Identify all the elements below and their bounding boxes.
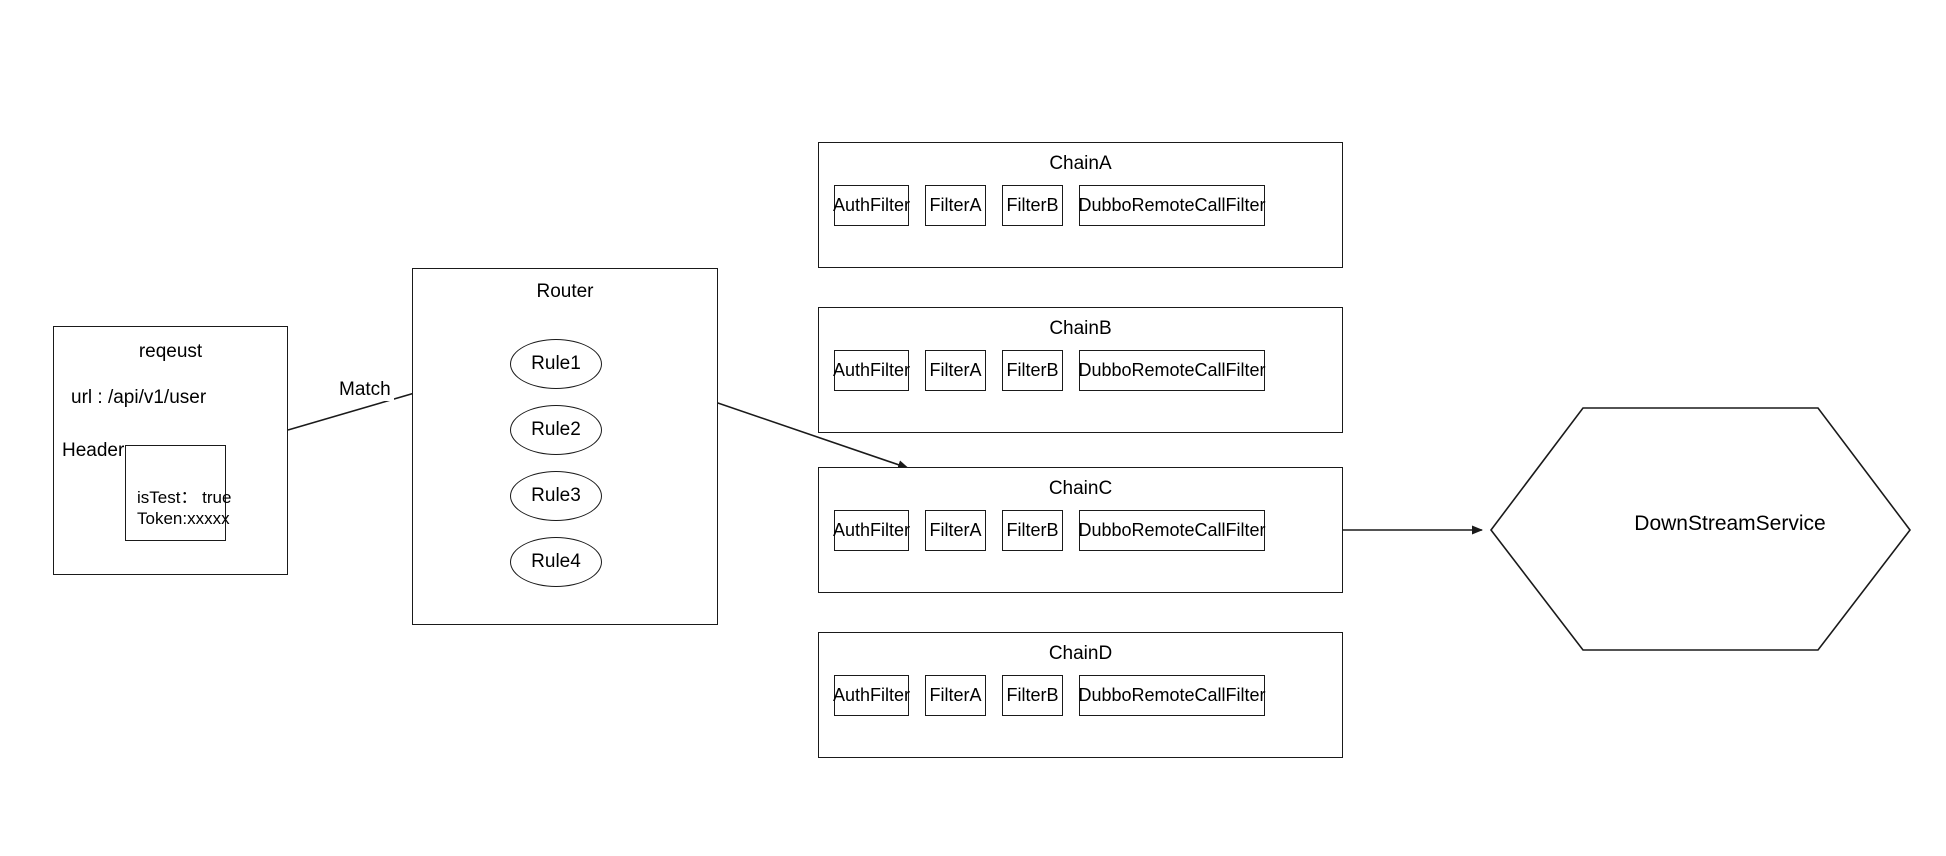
chain-b-filter-filtera[interactable]: FilterA <box>925 350 986 391</box>
router-node[interactable]: Router Rule1 Rule2 Rule3 Rule4 <box>412 268 718 625</box>
chain-d-filter-dubboremotecallfilter[interactable]: DubboRemoteCallFilter <box>1078 675 1266 716</box>
chain-c-filter-dubboremotecallfilter[interactable]: DubboRemoteCallFilter <box>1078 510 1266 551</box>
chain-b-filter-dubboremotecallfilter[interactable]: DubboRemoteCallFilter <box>1078 350 1266 391</box>
chain-c-title: ChainC <box>1048 478 1113 499</box>
router-title: Router <box>536 281 594 302</box>
chain-d-filter-filtera[interactable]: FilterA <box>925 675 986 716</box>
chain-b-filter-filterb[interactable]: FilterB <box>1002 350 1063 391</box>
chain-d-title: ChainD <box>1048 643 1113 664</box>
chain-d-filter-row: AuthFilter FilterA FilterB DubboRemoteCa… <box>833 675 1266 716</box>
chain-b-node[interactable]: ChainB AuthFilter FilterA FilterB DubboR… <box>818 307 1343 433</box>
router-rule-4[interactable]: Rule4 <box>510 537 602 587</box>
edge-label-match: Match <box>336 379 394 401</box>
chain-d-filter-authfilter[interactable]: AuthFilter <box>833 675 910 716</box>
chain-b-filter-authfilter[interactable]: AuthFilter <box>833 350 910 391</box>
chain-b-filter-row: AuthFilter FilterA FilterB DubboRemoteCa… <box>833 350 1266 391</box>
router-rule-3[interactable]: Rule3 <box>510 471 602 521</box>
chain-a-filter-filterb[interactable]: FilterB <box>1002 185 1063 226</box>
chain-a-filter-dubboremotecallfilter[interactable]: DubboRemoteCallFilter <box>1078 185 1266 226</box>
chain-a-filter-row: AuthFilter FilterA FilterB DubboRemoteCa… <box>833 185 1266 226</box>
router-rule-1[interactable]: Rule1 <box>510 339 602 389</box>
downstream-service-label[interactable]: DownStreamService <box>1634 512 1826 535</box>
header-value-istest: isTest： true <box>137 488 232 507</box>
request-url-line: url : /api/v1/user <box>71 387 207 408</box>
chain-c-filter-row: AuthFilter FilterA FilterB DubboRemoteCa… <box>833 510 1266 551</box>
chain-b-title: ChainB <box>1049 318 1112 339</box>
chain-a-node[interactable]: ChainA AuthFilter FilterA FilterB DubboR… <box>818 142 1343 268</box>
router-rule-2[interactable]: Rule2 <box>510 405 602 455</box>
chain-a-title: ChainA <box>1049 153 1112 174</box>
chain-a-filter-filtera[interactable]: FilterA <box>925 185 986 226</box>
chain-d-node[interactable]: ChainD AuthFilter FilterA FilterB DubboR… <box>818 632 1343 758</box>
chain-c-filter-filtera[interactable]: FilterA <box>925 510 986 551</box>
header-value-token: Token:xxxxx <box>137 509 230 528</box>
request-title: reqeust <box>138 341 203 362</box>
request-node[interactable]: reqeust url : /api/v1/user Header: isTes… <box>53 326 288 575</box>
chain-d-filter-filterb[interactable]: FilterB <box>1002 675 1063 716</box>
chain-a-filter-authfilter[interactable]: AuthFilter <box>833 185 910 226</box>
request-header-values-box: isTest： true Token:xxxxx <box>125 445 231 541</box>
chain-c-filter-filterb[interactable]: FilterB <box>1002 510 1063 551</box>
request-header-label: Header: <box>62 440 130 461</box>
chain-c-filter-authfilter[interactable]: AuthFilter <box>833 510 910 551</box>
chain-c-node[interactable]: ChainC AuthFilter FilterA FilterB DubboR… <box>818 467 1343 593</box>
